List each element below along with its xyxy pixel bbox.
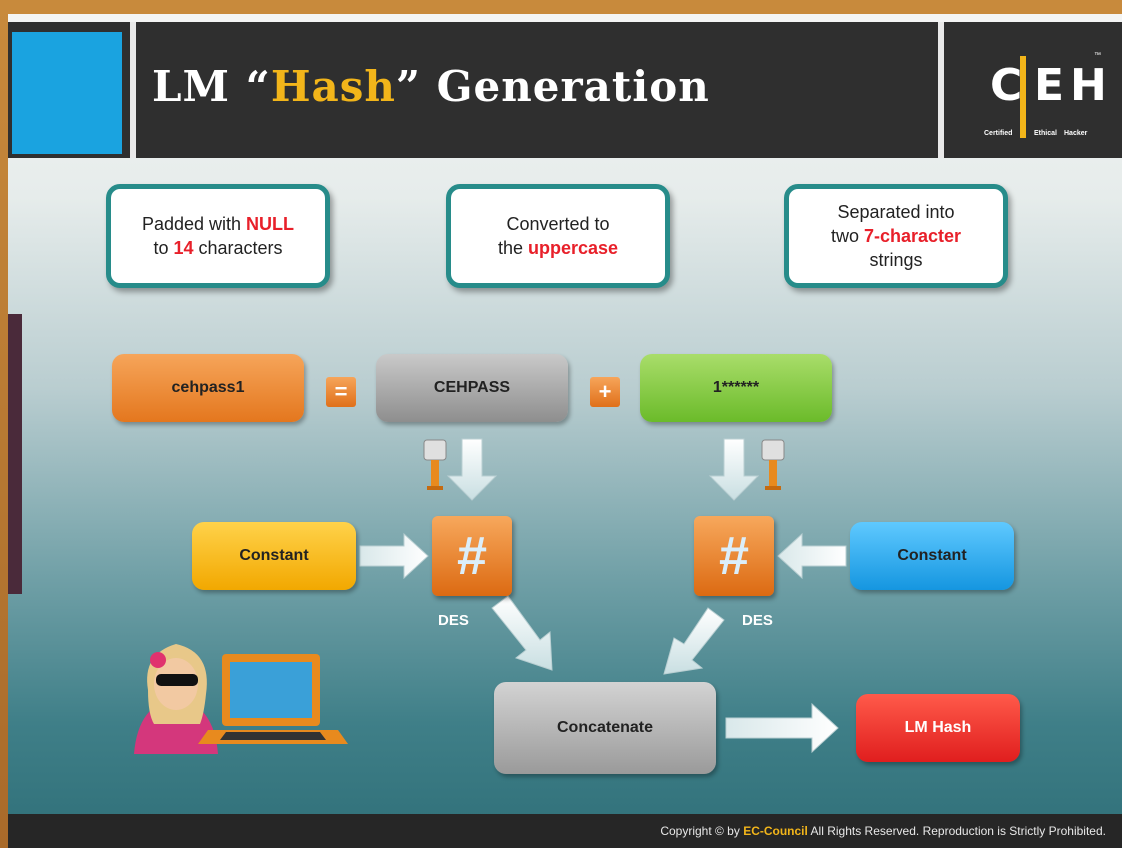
- header-accent-square: [12, 32, 122, 154]
- equals-icon: =: [326, 377, 356, 407]
- callout-highlight: 14: [173, 238, 194, 258]
- header: LM “Hash” Generation C E H Certified Eth…: [8, 22, 1122, 158]
- callout-highlight: 7-character: [863, 226, 962, 246]
- logo-trademark: ™: [1094, 52, 1101, 59]
- concatenate-box: Concatenate: [494, 682, 716, 774]
- des-label-left: DES: [438, 612, 469, 629]
- ceh-logo: C E H Certified Ethical Hacker ™: [956, 30, 1122, 158]
- callout-text-part: Converted to: [506, 214, 610, 234]
- callout-highlight: uppercase: [527, 238, 619, 258]
- callout-highlight: NULL: [246, 214, 295, 234]
- callout-split: Separated into two 7-character strings: [784, 184, 1008, 288]
- callout-text-part: strings: [869, 250, 923, 270]
- callout-text-part: to: [153, 238, 174, 258]
- logo-bar: [1020, 56, 1026, 138]
- callout-uppercase: Converted to the uppercase: [446, 184, 670, 288]
- arrow-constant-right: [777, 532, 847, 580]
- title-prefix: LM “: [152, 62, 271, 111]
- callout-text: Converted to the uppercase: [498, 212, 618, 260]
- header-divider: [130, 22, 136, 158]
- plus-icon: +: [590, 377, 620, 407]
- callout-padding: Padded with NULL to 14 characters: [106, 184, 330, 288]
- hash-icon: #: [456, 526, 488, 586]
- arrow-des-left: [491, 595, 553, 671]
- title-suffix: ” Generation: [395, 62, 710, 111]
- left-half-box: CEHPASS: [376, 354, 568, 422]
- callout-text: Padded with NULL to 14 characters: [142, 212, 294, 260]
- user-illustration: [134, 644, 348, 754]
- down-arrow-left: [446, 438, 498, 501]
- des-label-right: DES: [742, 612, 773, 629]
- slide: LM “Hash” Generation C E H Certified Eth…: [8, 14, 1122, 848]
- logo-tagline: Hacker: [1064, 130, 1088, 137]
- constant-left-box: Constant: [192, 522, 356, 590]
- callout-text-part: characters: [193, 238, 283, 258]
- brand-name: EC-Council: [743, 824, 808, 838]
- callout-text-part: the: [497, 238, 528, 258]
- right-half-box: 1******: [640, 354, 832, 422]
- callout-text-part: Separated into: [837, 202, 955, 222]
- key-icon: [423, 439, 447, 490]
- arrow-des-right: [663, 607, 725, 675]
- flow-arrows: [134, 438, 847, 754]
- hash-icon: #: [718, 526, 750, 586]
- constant-right-box: Constant: [850, 522, 1014, 590]
- arrow-constant-left: [359, 532, 429, 580]
- copyright-suffix: All Rights Reserved. Reproduction is Str…: [807, 824, 1106, 838]
- password-box: cehpass1: [112, 354, 304, 422]
- logo-tagline: Ethical: [1034, 130, 1057, 137]
- key-icon: [761, 439, 785, 490]
- down-arrow-right: [708, 438, 760, 501]
- logo-tagline: Certified: [984, 130, 1013, 137]
- page-title: LM “Hash” Generation: [152, 62, 710, 111]
- arrow-to-result: [725, 702, 839, 754]
- footer: Copyright © by EC-Council All Rights Res…: [8, 814, 1122, 848]
- side-strip: [8, 314, 22, 594]
- des-hash-right: #: [694, 516, 774, 596]
- callout-text: Separated into two 7-character strings: [831, 200, 961, 272]
- copyright-text: Copyright © by EC-Council All Rights Res…: [660, 824, 1106, 838]
- header-divider: [938, 22, 944, 158]
- title-highlight: Hash: [270, 62, 396, 111]
- callout-text-part: two: [830, 226, 864, 246]
- logo-letter: E: [1034, 60, 1065, 111]
- copyright-prefix: Copyright © by: [660, 824, 744, 838]
- logo-letter: H: [1070, 60, 1107, 111]
- des-hash-left: #: [432, 516, 512, 596]
- lm-hash-result-box: LM Hash: [856, 694, 1020, 762]
- callout-text-part: Padded with: [141, 214, 247, 234]
- logo-letter: C: [990, 60, 1023, 111]
